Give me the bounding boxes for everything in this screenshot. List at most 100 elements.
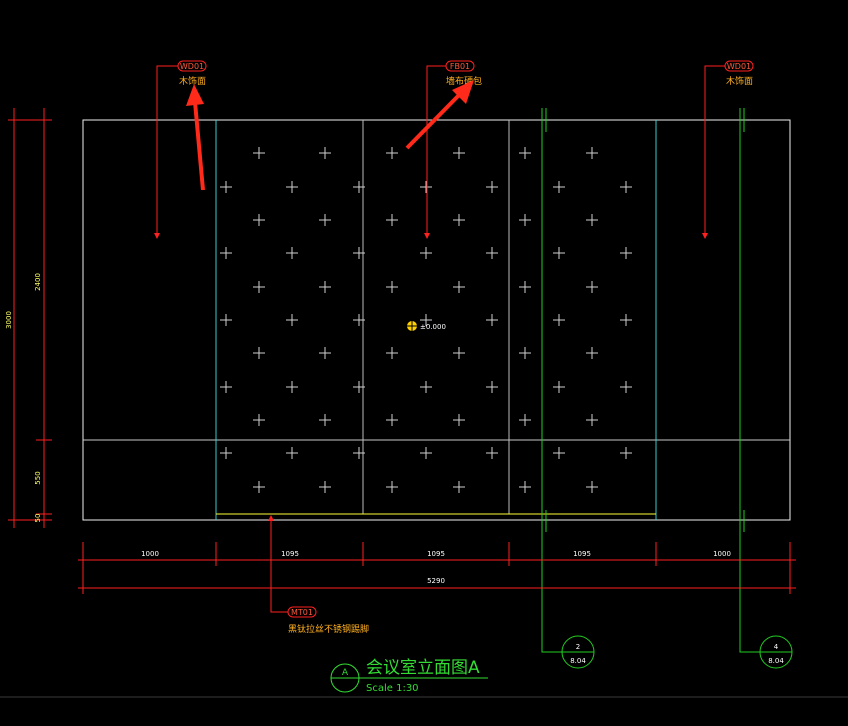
pattern-cross: [353, 447, 365, 459]
callout-code: FB01: [450, 62, 470, 71]
elevation-outline: [82, 119, 791, 521]
pattern-cross: [553, 381, 565, 393]
pattern-cross: [319, 147, 331, 159]
pattern-cross: [453, 214, 465, 226]
pattern-cross: [586, 481, 598, 493]
grid-bubble-number: 4: [774, 643, 779, 651]
pattern-cross: [420, 381, 432, 393]
pattern-cross: [453, 347, 465, 359]
pattern-cross: [486, 181, 498, 193]
pattern-cross: [319, 281, 331, 293]
callout-code: WD01: [727, 62, 751, 71]
pattern-cross: [319, 481, 331, 493]
dim-label-vertical: 3000: [5, 311, 13, 329]
pattern-cross: [620, 381, 632, 393]
grid-bubble-4[interactable]: 4 8.04: [759, 635, 793, 669]
drawing-title-block[interactable]: A 会议室立面图A Scale 1:30: [330, 658, 488, 694]
pattern-cross: [353, 247, 365, 259]
pattern-cross: [220, 247, 232, 259]
pattern-cross: [286, 181, 298, 193]
callout-wd01-right[interactable]: WD01 木饰面: [724, 60, 754, 87]
pattern-cross: [420, 447, 432, 459]
pattern-cross: [420, 314, 432, 326]
pattern-cross: [453, 147, 465, 159]
callout-text: 黑钛拉丝不锈钢踢脚: [288, 623, 369, 635]
callout-text: 墙布硬包: [446, 75, 482, 87]
callout-mt01[interactable]: MT01 黑钛拉丝不锈钢踢脚: [287, 606, 369, 635]
pattern-cross: [319, 214, 331, 226]
pattern-cross: [586, 147, 598, 159]
dim-label-vertical: 550: [34, 471, 42, 484]
pattern-cross: [253, 214, 265, 226]
pattern-cross: [620, 447, 632, 459]
pattern-cross: [353, 381, 365, 393]
pattern-cross: [586, 214, 598, 226]
pattern-cross: [620, 181, 632, 193]
pattern-cross: [386, 281, 398, 293]
pattern-cross: [286, 447, 298, 459]
pattern-cross: [486, 381, 498, 393]
pattern-cross: [453, 481, 465, 493]
callout-leader-wd01-right: [704, 65, 725, 236]
pattern-cross: [386, 481, 398, 493]
dim-label: 1095: [573, 550, 591, 558]
pattern-cross: [486, 247, 498, 259]
fabric-panel-pattern: [220, 147, 632, 493]
dim-label: 1095: [427, 550, 445, 558]
pattern-cross: [553, 314, 565, 326]
pattern-cross: [253, 281, 265, 293]
horizontal-dimensions: [78, 542, 796, 594]
drawing-title: 会议室立面图A: [366, 658, 480, 678]
pattern-cross: [486, 447, 498, 459]
pattern-cross: [519, 414, 531, 426]
pattern-cross: [586, 347, 598, 359]
dim-label-vertical: 2400: [34, 273, 42, 291]
callout-leader-fb01: [426, 65, 446, 236]
pattern-cross: [253, 414, 265, 426]
pattern-cross: [386, 414, 398, 426]
pattern-cross: [519, 214, 531, 226]
pattern-cross: [453, 414, 465, 426]
pattern-cross: [353, 314, 365, 326]
view-id: A: [342, 668, 349, 678]
vertical-dimensions: [8, 108, 52, 528]
pattern-cross: [353, 181, 365, 193]
pattern-cross: [586, 281, 598, 293]
callout-fb01[interactable]: FB01 墙布硬包: [445, 60, 482, 87]
pattern-cross: [253, 481, 265, 493]
pattern-cross: [553, 181, 565, 193]
callout-code: WD01: [180, 62, 204, 71]
grid-bubble-sheet: 8.04: [570, 657, 586, 665]
pattern-cross: [319, 347, 331, 359]
drawing-scale: Scale 1:30: [366, 683, 419, 694]
dim-label: 1000: [713, 550, 731, 558]
annotation-arrow: [405, 80, 474, 150]
pattern-cross: [586, 414, 598, 426]
elevation-label: ±0.000: [420, 323, 446, 331]
pattern-cross: [519, 481, 531, 493]
pattern-cross: [553, 247, 565, 259]
pattern-cross: [319, 414, 331, 426]
elevation-marker[interactable]: ±0.000: [404, 318, 446, 334]
callout-wd01-left[interactable]: WD01 木饰面: [177, 60, 207, 87]
grid-bubble-2[interactable]: 2 8.04: [561, 635, 595, 669]
pattern-cross: [620, 247, 632, 259]
grid-line-2: [541, 108, 563, 653]
pattern-cross: [453, 281, 465, 293]
callout-code: MT01: [291, 608, 313, 617]
pattern-cross: [386, 214, 398, 226]
dim-label: 1000: [141, 550, 159, 558]
pattern-cross: [220, 181, 232, 193]
pattern-cross: [519, 147, 531, 159]
pattern-cross: [519, 281, 531, 293]
grid-bubble-sheet: 8.04: [768, 657, 784, 665]
pattern-cross: [286, 247, 298, 259]
pattern-cross: [253, 147, 265, 159]
pattern-cross: [386, 347, 398, 359]
annotation-arrow: [186, 84, 205, 191]
callout-text: 木饰面: [726, 75, 753, 87]
pattern-cross: [553, 447, 565, 459]
callout-leader-mt01: [270, 516, 288, 613]
pattern-cross: [286, 314, 298, 326]
